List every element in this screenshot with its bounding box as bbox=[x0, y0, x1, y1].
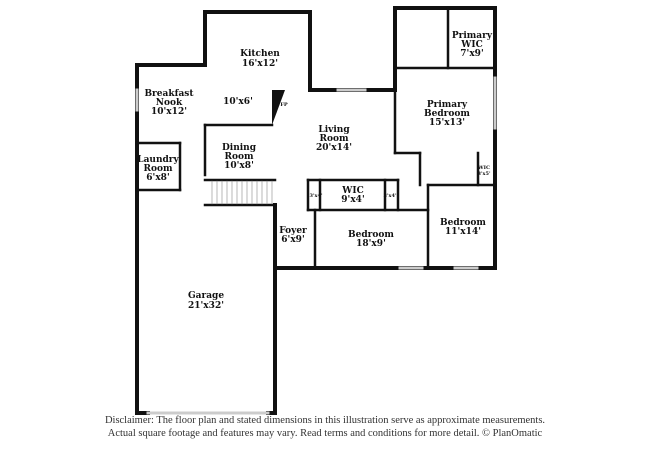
closet-left-label: 3'x4' bbox=[309, 193, 322, 199]
disclaimer-line-2: Actual square footage and features may v… bbox=[107, 428, 543, 439]
fireplace-label: FP bbox=[280, 102, 288, 108]
walls bbox=[135, 6, 497, 415]
disclaimer-line-1: Disclaimer: The floor plan and stated di… bbox=[104, 415, 546, 426]
closet-right-label: 3'x4' bbox=[383, 193, 396, 199]
room-unnamed: 10'x6' bbox=[223, 97, 253, 107]
fixtures bbox=[135, 76, 497, 415]
fireplace: FP bbox=[272, 90, 288, 125]
